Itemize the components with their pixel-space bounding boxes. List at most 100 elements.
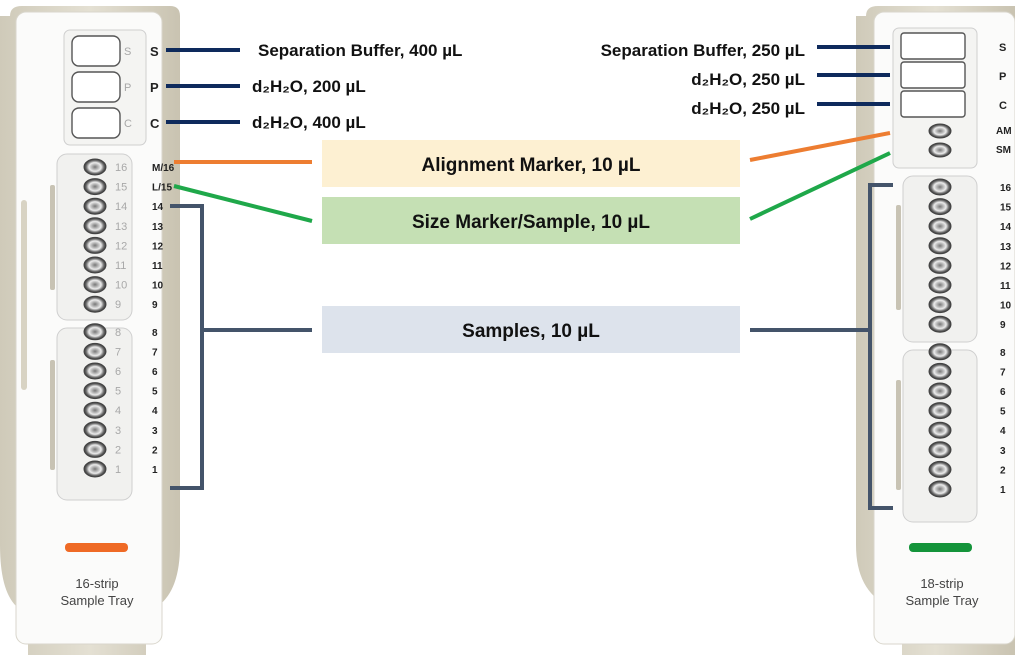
left-well-number: 13 <box>115 221 127 233</box>
right-well <box>928 362 952 380</box>
samples-label: Samples, 10 µL <box>462 321 600 342</box>
left-well <box>83 295 107 313</box>
left-reservoir-callouts: Separation Buffer, 400 µL d₂H₂O, 200 µL … <box>166 41 462 132</box>
left-well-number: 9 <box>115 299 121 311</box>
left-well-label: 14 <box>152 202 164 213</box>
right-well <box>928 421 952 439</box>
left-tray-caption-line1: 16-strip <box>75 576 118 591</box>
right-tray-caption-line2: Sample Tray <box>906 593 979 608</box>
left-well-number: 11 <box>115 260 126 272</box>
right-well-label: 11 <box>1000 281 1011 292</box>
right-well-label: 4 <box>1000 426 1006 437</box>
left-well-number: 15 <box>115 182 127 194</box>
left-well-label: 10 <box>152 281 164 292</box>
left-rail <box>21 200 27 390</box>
right-well-label: 16 <box>1000 183 1012 194</box>
right-well <box>928 402 952 420</box>
right-well-label: 9 <box>1000 320 1006 331</box>
left-well <box>83 401 107 419</box>
left-c-volume: d₂H₂O, 400 µL <box>252 113 366 132</box>
left-well-number: 8 <box>115 327 121 339</box>
left-well-label: 12 <box>152 241 164 252</box>
right-strip-rail-1 <box>896 205 901 310</box>
right-c-volume: d₂H₂O, 250 µL <box>691 99 805 118</box>
samples-bracket-left <box>170 204 204 490</box>
left-well-number: 4 <box>115 405 121 417</box>
left-well-label: 8 <box>152 328 158 339</box>
left-well-label: 13 <box>152 222 164 233</box>
right-well <box>928 256 952 274</box>
alignment-marker-box <box>322 140 740 187</box>
left-well-number: 6 <box>115 366 121 378</box>
left-well-number: 1 <box>115 464 121 476</box>
left-well <box>83 362 107 380</box>
right-well <box>928 480 952 498</box>
left-well-label: 1 <box>152 465 158 476</box>
right-well <box>928 460 952 478</box>
right-tray-caption-line1: 18-strip <box>920 576 963 591</box>
left-reservoir-mark-c: C <box>124 118 132 130</box>
left-reservoir-p <box>71 71 121 103</box>
size-marker-line-right <box>749 151 891 221</box>
right-well <box>928 276 952 294</box>
left-strip-rail-1 <box>50 185 55 290</box>
left-well <box>83 197 107 215</box>
left-tray-tab <box>65 543 128 552</box>
right-label-am: AM <box>996 126 1012 137</box>
left-well-number: 10 <box>115 280 127 292</box>
left-reservoir-s <box>71 35 121 67</box>
right-label-c: C <box>999 100 1007 112</box>
right-reservoir-callouts: Separation Buffer, 250 µL d₂H₂O, 250 µL … <box>601 41 890 118</box>
right-label-s: S <box>999 42 1006 54</box>
left-well <box>83 323 107 341</box>
right-strip-rail-2 <box>896 380 901 490</box>
size-marker-box <box>322 197 740 244</box>
left-well-number: 7 <box>115 346 121 358</box>
left-well-label: 4 <box>152 406 158 417</box>
right-label-sm: SM <box>996 145 1011 156</box>
right-well-label: 7 <box>1000 367 1006 378</box>
right-well <box>928 315 952 333</box>
left-well-number: 3 <box>115 425 121 437</box>
left-well <box>83 256 107 274</box>
left-reservoir-c <box>71 107 121 139</box>
alignment-marker-label: Alignment Marker, 10 µL <box>422 155 641 176</box>
right-well-label: 15 <box>1000 203 1012 214</box>
right-well-label: 8 <box>1000 348 1006 359</box>
samples-callout: Samples, 10 µL <box>170 183 893 510</box>
left-well-label: 7 <box>152 347 158 358</box>
left-well <box>83 276 107 294</box>
left-well <box>83 382 107 400</box>
right-s-volume: Separation Buffer, 250 µL <box>601 41 805 60</box>
right-reservoir-sm <box>928 142 952 158</box>
left-well <box>83 217 107 235</box>
right-well-label: 5 <box>1000 407 1006 418</box>
left-reservoir-mark-p: P <box>124 82 131 94</box>
left-p-volume: d₂H₂O, 200 µL <box>252 77 366 96</box>
left-well-label: L/15 <box>152 183 172 194</box>
left-well <box>83 158 107 176</box>
right-well <box>928 178 952 196</box>
right-well-label: 6 <box>1000 387 1006 398</box>
left-label-c: C <box>150 116 160 131</box>
left-well-number: 2 <box>115 444 121 456</box>
right-reservoir-am <box>928 123 952 139</box>
left-well-label: 11 <box>152 261 163 272</box>
right-well <box>928 198 952 216</box>
left-well-number: 12 <box>115 240 127 252</box>
right-well <box>928 343 952 361</box>
right-well-label: 10 <box>1000 301 1012 312</box>
right-well <box>928 296 952 314</box>
right-reservoir-c <box>900 90 966 118</box>
left-reservoir-mark-s: S <box>124 46 131 58</box>
right-reservoir-s <box>900 32 966 60</box>
right-well <box>928 441 952 459</box>
left-well <box>83 460 107 478</box>
right-p-volume: d₂H₂O, 250 µL <box>691 70 805 89</box>
alignment-marker-callout: Alignment Marker, 10 µL <box>174 131 891 187</box>
